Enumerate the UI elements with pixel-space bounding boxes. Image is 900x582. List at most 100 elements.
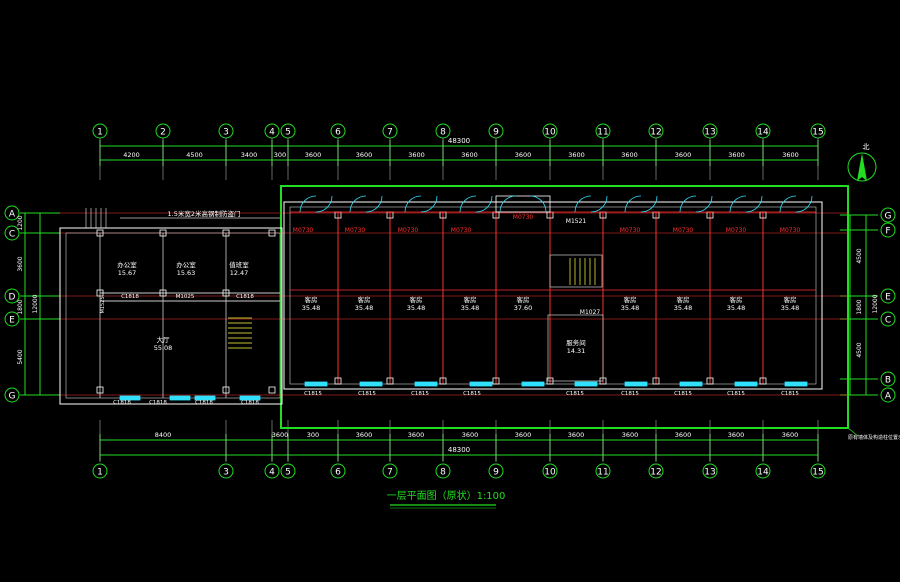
dim-left-total: 12000	[32, 294, 39, 313]
door-tag: M0730	[726, 227, 747, 234]
column	[759, 377, 767, 385]
room-name-1: 办公室	[176, 260, 196, 269]
window-tag-bottom: C1815	[304, 391, 322, 397]
room-name-12: 客房	[784, 295, 797, 304]
corridor-note: 1.5米宽2米高钢制防盗门	[168, 209, 241, 218]
door-swing	[459, 195, 493, 213]
grid-bubble-bottom-6	[330, 463, 346, 479]
window-tag-bottom: C1815	[463, 391, 481, 397]
grid-bubble-bottom-15-label: 15	[812, 468, 823, 478]
column	[96, 289, 104, 297]
room-area-13: 14.31	[567, 347, 586, 355]
grid-bubble-top-3-label: 3	[223, 128, 229, 138]
room-name-10: 客房	[677, 295, 690, 304]
window	[194, 395, 216, 401]
window	[574, 381, 598, 387]
grid-bubble-bottom-9-label: 9	[493, 468, 499, 478]
grid-bubble-top-4-label: 4	[269, 128, 275, 138]
window	[784, 381, 808, 387]
grid-bubble-top-15-label: 15	[812, 128, 823, 138]
window-tag-west-2: C1818	[236, 294, 254, 300]
grid-bubble-bottom-13	[702, 463, 718, 479]
dim-top-13: 3600	[782, 151, 799, 159]
door-tag-3: M1027	[580, 309, 601, 316]
dim-bottom-7: 3600	[568, 431, 585, 439]
door-swing	[574, 195, 608, 213]
room-area-10: 35.48	[674, 304, 693, 312]
dim-right-0: 4500	[856, 248, 863, 263]
grid-bubble-top-2-label: 2	[160, 128, 166, 138]
dim-bottom-total: 48300	[448, 446, 470, 454]
room-name-0: 办公室	[117, 260, 137, 269]
dim-bottom-11: 3600	[782, 431, 799, 439]
dim-bottom-9: 3600	[675, 431, 692, 439]
grid-bubble-right-G	[880, 207, 896, 223]
grid-bubble-top-6-label: 6	[335, 128, 341, 138]
note-leader	[847, 427, 859, 437]
room-area-11: 35.48	[727, 304, 746, 312]
dim-bottom-1: 3600	[272, 431, 289, 439]
door-swing	[624, 195, 658, 213]
grid-bubble-top-8-label: 8	[440, 128, 446, 138]
grid-bubble-right-B-label: B	[885, 376, 891, 386]
grid-bubble-right-G-label: G	[885, 212, 892, 222]
column	[386, 377, 394, 385]
room-area-6: 35.48	[407, 304, 426, 312]
dim-top-7: 3600	[461, 151, 478, 159]
window-tag-bottom: C1815	[621, 391, 639, 397]
room-area-5: 35.48	[355, 304, 374, 312]
dim-bottom-5: 3600	[462, 431, 479, 439]
room-name-9: 客房	[624, 295, 637, 304]
dim-top-3: 300	[274, 151, 286, 159]
door-swing	[679, 195, 713, 213]
column	[706, 377, 714, 385]
dim-top-1: 4500	[186, 151, 203, 159]
grid-bubble-top-10-label: 10	[544, 128, 556, 138]
room-area-12: 35.48	[781, 304, 800, 312]
window	[119, 395, 141, 401]
green-boundary	[280, 185, 849, 429]
dim-top-11: 3600	[675, 151, 692, 159]
grid-bubble-right-B	[880, 371, 896, 387]
grid-bubble-bottom-5-label: 5	[285, 468, 291, 478]
window-tag-west: C1818	[121, 294, 139, 300]
dim-top-0: 4200	[123, 151, 140, 159]
window-tag-bottom: C1815	[727, 391, 745, 397]
dim-top-9: 3600	[568, 151, 585, 159]
grid-bubble-bottom-7-label: 7	[387, 468, 393, 478]
grid-bubble-bottom-5	[280, 463, 296, 479]
window	[414, 381, 438, 387]
window	[304, 381, 328, 387]
dim-bottom-0: 8400	[155, 431, 172, 439]
room-name-2: 值班室	[229, 260, 249, 269]
grid-bubble-right-F	[880, 222, 896, 238]
dim-top-12: 3600	[728, 151, 745, 159]
stair-east	[549, 254, 603, 288]
dim-right-2: 4500	[856, 342, 863, 357]
grid-bubble-bottom-12	[648, 463, 664, 479]
dim-bottom-2: 300	[307, 431, 319, 439]
column	[96, 386, 104, 394]
room-area-7: 35.48	[461, 304, 480, 312]
north-label: 北	[863, 143, 870, 151]
grid-bubble-bottom-10-label: 10	[544, 468, 556, 478]
door-swing	[729, 195, 763, 213]
grid-bubble-left-D	[4, 288, 20, 304]
room-area-0: 15.67	[118, 269, 137, 277]
grid-bubble-bottom-14	[755, 463, 771, 479]
grid-bubble-top-5-label: 5	[285, 128, 291, 138]
grid-bubble-left-C-label: C	[9, 230, 15, 240]
grid-bubble-bottom-13-label: 13	[704, 468, 715, 478]
dim-bottom-4: 3600	[408, 431, 425, 439]
grid-bubble-top-13-label: 13	[704, 128, 715, 138]
dim-top-10: 3600	[621, 151, 638, 159]
grid-bubble-bottom-7	[382, 463, 398, 479]
grid-bubble-left-E-label: E	[9, 316, 15, 326]
door-tag: M0730	[673, 227, 694, 234]
door-swing	[404, 195, 438, 213]
grid-bubble-bottom-8	[435, 463, 451, 479]
window-tag-bottom: C1815	[411, 391, 429, 397]
dim-bottom-6: 3600	[515, 431, 532, 439]
grid-bubble-bottom-1	[92, 463, 108, 479]
